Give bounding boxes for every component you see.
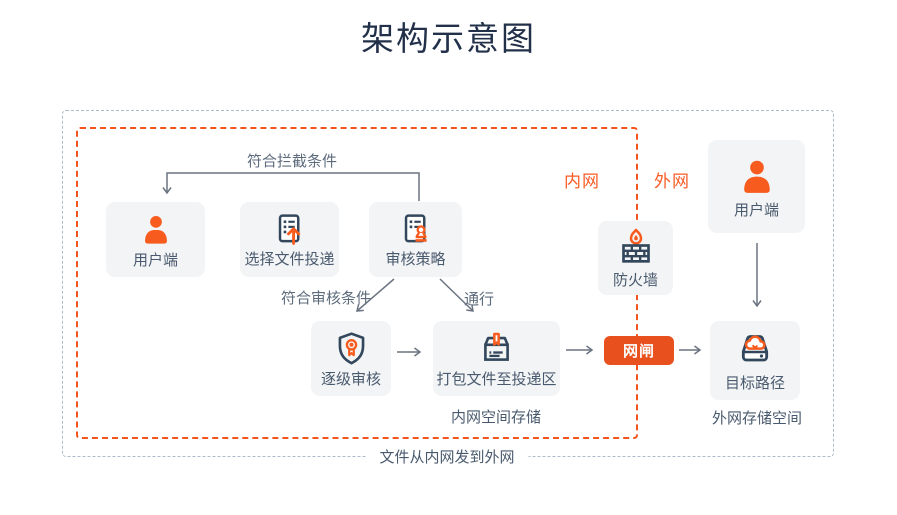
node-user-external: 用户端 bbox=[708, 140, 805, 233]
file-upload-icon bbox=[272, 212, 307, 247]
node-firewall: 防火墙 bbox=[598, 221, 673, 295]
node-package-to-delivery: 打包文件至投递区 bbox=[433, 321, 560, 396]
zone-label-external: 外网 bbox=[654, 172, 690, 191]
person-icon bbox=[736, 156, 778, 198]
node-gateway: 网闸 bbox=[604, 336, 674, 365]
node-review-policy: 审核策略 bbox=[369, 202, 462, 277]
person-icon bbox=[138, 212, 174, 248]
node-label: 防火墙 bbox=[612, 272, 658, 289]
node-label: 逐级审核 bbox=[320, 371, 381, 388]
node-user-internal: 用户端 bbox=[106, 202, 205, 277]
edge-label-intercept: 符合拦截条件 bbox=[247, 153, 338, 170]
zone-label-internal: 内网 bbox=[564, 172, 600, 191]
diagram-caption: 文件从内网发到外网 bbox=[365, 446, 529, 467]
node-label: 选择文件投递 bbox=[244, 251, 335, 268]
firewall-flame-icon bbox=[616, 228, 656, 268]
node-label: 用户端 bbox=[132, 251, 178, 269]
storage-label-internal: 内网空间存储 bbox=[451, 409, 542, 426]
edge-label-review-ok: 符合审核条件 bbox=[281, 290, 372, 307]
node-label: 目标路径 bbox=[724, 374, 785, 392]
package-icon bbox=[478, 330, 515, 367]
document-stamp-icon bbox=[398, 212, 433, 247]
node-label: 用户端 bbox=[733, 201, 779, 219]
shield-medal-icon bbox=[333, 330, 370, 367]
edge-label-pass: 通行 bbox=[464, 291, 495, 308]
node-label: 打包文件至投递区 bbox=[436, 371, 557, 388]
node-step-review: 逐级审核 bbox=[311, 321, 391, 396]
storage-label-external: 外网存储空间 bbox=[712, 410, 803, 427]
node-label: 审核策略 bbox=[385, 251, 446, 268]
node-target-path: 目标路径 bbox=[710, 321, 800, 400]
node-select-file: 选择文件投递 bbox=[240, 202, 339, 277]
page-title: 架构示意图 bbox=[361, 20, 536, 57]
drive-cloud-icon bbox=[735, 331, 775, 371]
